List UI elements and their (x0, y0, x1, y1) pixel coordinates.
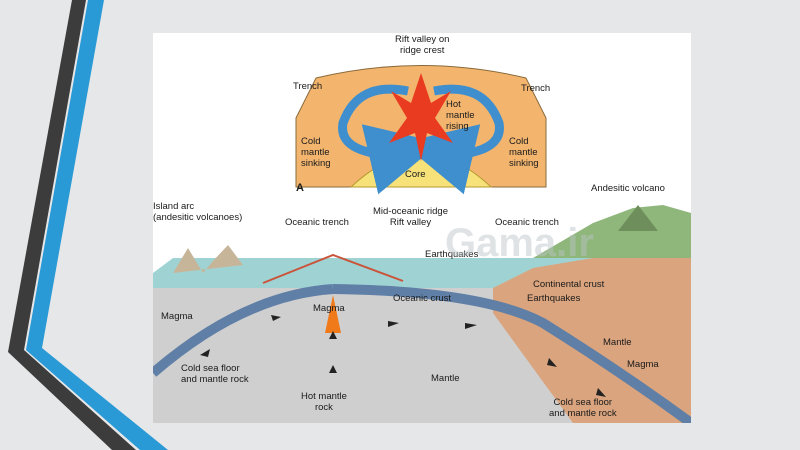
core-label: Core (405, 169, 426, 180)
magma-left-label: Magma (161, 311, 193, 322)
diagram-b-cross-section (153, 205, 691, 423)
mid-ocean-ridge (262, 253, 404, 284)
earthquakes-right-label: Earthquakes (527, 293, 581, 304)
magma-right-label: Magma (627, 359, 659, 370)
right-convection-arrow (401, 84, 504, 195)
mantle-center-label: Mantle (431, 373, 460, 384)
left-convection-arrow (338, 84, 441, 195)
diagram-a-cross-section (295, 65, 547, 195)
figure-artwork (153, 65, 691, 423)
continental-crust-label: Continental crust (533, 279, 605, 290)
hot-mantle-rock-label: Hot mantle rock (301, 391, 347, 413)
right-subducting-slab (332, 284, 691, 423)
dark-stripe (8, 0, 136, 450)
flow-arrows (200, 315, 606, 397)
andesitic-volcano-label: Andesitic volcano (591, 183, 665, 194)
watermark: Gama.ir (445, 221, 594, 265)
earthquakes-top-label: Earthquakes (425, 249, 479, 260)
left-subducting-slab (153, 284, 334, 377)
volcano-cone (618, 205, 658, 231)
mid-oceanic-ridge-label: Mid-oceanic ridge Rift valley (373, 206, 448, 228)
panel-letter-a: A (296, 182, 304, 194)
magma-center-label: Magma (313, 303, 345, 314)
oceanic-trench-right-label: Oceanic trench (495, 217, 559, 228)
cold-sea-floor-right-label: Cold sea floor and mantle rock (549, 397, 617, 419)
cold-sea-floor-left-label: Cold sea floor and mantle rock (181, 363, 249, 385)
plate-tectonics-figure: Rift valley on ridge crest Trench Trench… (153, 33, 691, 423)
hot-mantle-rising-label: Hot mantle rising (446, 99, 475, 132)
trench-right-label: Trench (521, 83, 551, 94)
rift-valley-label: Rift valley on ridge crest (395, 34, 450, 56)
island-arc-volcanoes (173, 245, 243, 273)
cold-mantle-right-label: Cold mantle sinking (509, 136, 539, 169)
cold-mantle-left-label: Cold mantle sinking (301, 136, 331, 169)
oceanic-trench-left-label: Oceanic trench (285, 217, 349, 228)
mantle-right-label: Mantle (603, 337, 632, 348)
blue-stripe (26, 0, 168, 450)
rising-plume (389, 73, 453, 161)
continent-green-top (533, 205, 691, 258)
island-arc-label: Island arc (andesitic volcanoes) (153, 201, 243, 223)
oceanic-crust-label: Oceanic crust (393, 293, 452, 304)
ridge-magma-plume (325, 295, 341, 333)
trench-left-label: Trench (293, 81, 323, 92)
